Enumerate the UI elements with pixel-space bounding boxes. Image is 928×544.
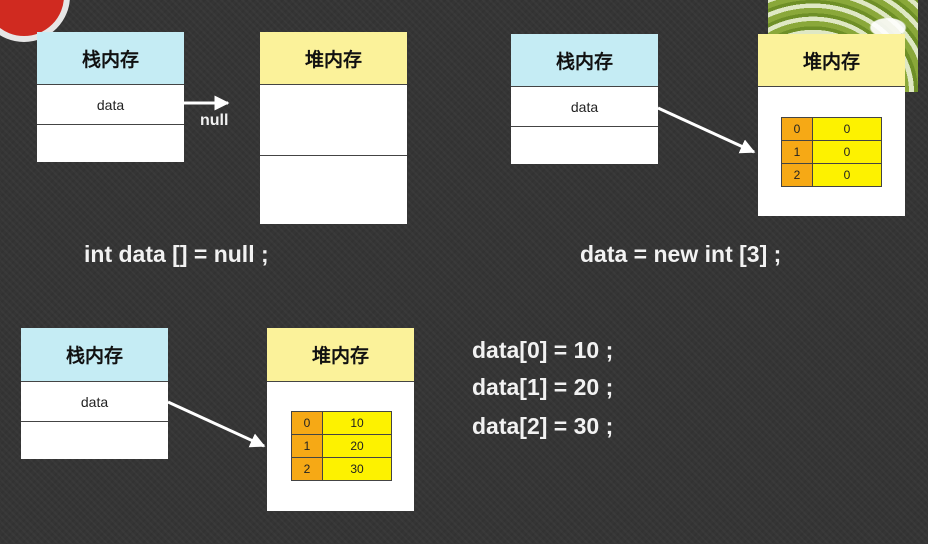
stack-variable-data: data [37, 85, 184, 125]
stack-memory-title: 栈内存 [21, 328, 168, 382]
heap-memory-title: 堆内存 [758, 34, 905, 87]
heap-memory-title: 堆内存 [267, 328, 414, 382]
null-label: null [200, 112, 229, 129]
code-assign-0: data[0] = 10 ; [472, 337, 614, 363]
pointer-arrow-stack-to-heap [167, 400, 266, 448]
code-declaration: int data [] = null ; [84, 241, 269, 267]
stack-memory-box-2: 栈内存 data [511, 34, 658, 164]
stack-variable-data: data [21, 382, 168, 422]
array-cell-row: 1 0 [781, 140, 882, 164]
code-assign-2: data[2] = 30 ; [472, 413, 614, 439]
array-index: 0 [781, 117, 813, 141]
array-value: 0 [812, 163, 882, 187]
stack-memory-box-1: 栈内存 data [37, 32, 184, 162]
code-assign-1: data[1] = 20 ; [472, 374, 614, 400]
array-value: 10 [322, 411, 392, 435]
array-value: 0 [812, 117, 882, 141]
stack-memory-box-3: 栈内存 data [21, 328, 168, 459]
array-cell-row: 2 0 [781, 163, 882, 187]
array-cell-row: 0 10 [291, 411, 392, 435]
array-index: 1 [781, 140, 813, 164]
array-index: 0 [291, 411, 323, 435]
heap-array-cells-3: 0 10 1 20 2 30 [291, 411, 392, 481]
array-value: 20 [322, 434, 392, 458]
array-index: 2 [781, 163, 813, 187]
pointer-arrow-stack-to-heap [657, 106, 756, 154]
stack-variable-data: data [511, 87, 658, 127]
heap-memory-box-1: 堆内存 [260, 32, 407, 224]
heap-empty-row [260, 85, 407, 156]
stack-memory-title: 栈内存 [37, 32, 184, 85]
array-cell-row: 0 0 [781, 117, 882, 141]
array-value: 0 [812, 140, 882, 164]
code-allocation: data = new int [3] ; [580, 241, 782, 267]
array-cell-row: 2 30 [291, 457, 392, 481]
heap-array-cells-2: 0 0 1 0 2 0 [781, 117, 882, 187]
array-value: 30 [322, 457, 392, 481]
array-index: 2 [291, 457, 323, 481]
stack-memory-title: 栈内存 [511, 34, 658, 87]
heap-memory-title: 堆内存 [260, 32, 407, 85]
